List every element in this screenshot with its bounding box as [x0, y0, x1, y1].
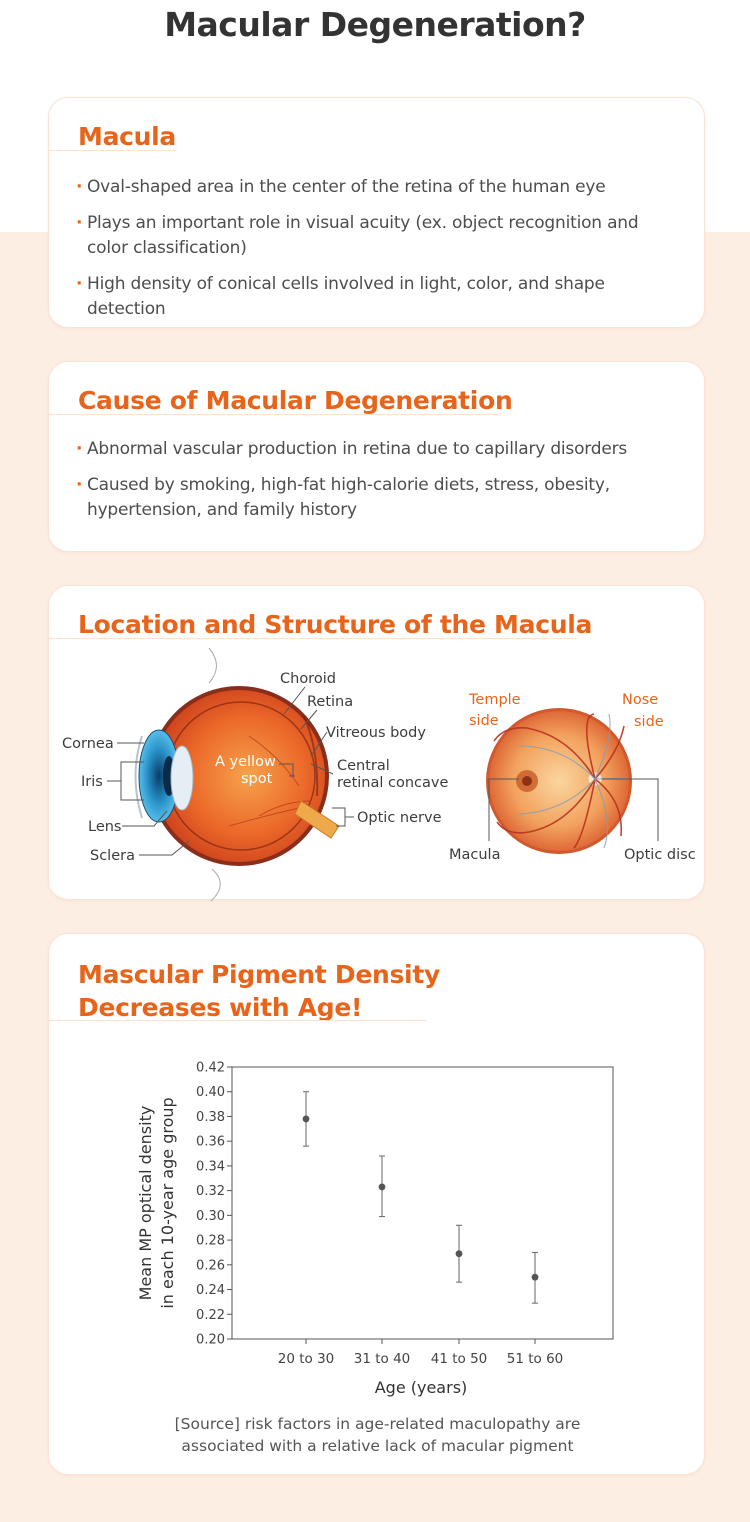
- cause-card-title: Cause of Macular Degeneration: [78, 386, 513, 415]
- iris-label: Iris: [81, 774, 103, 790]
- title-underline: [49, 1020, 427, 1021]
- optic-nerve-label: Optic nerve: [357, 810, 442, 826]
- eyeball-illustration: [134, 647, 340, 901]
- page-title: Macular Degeneration?: [164, 5, 586, 44]
- title-underline: [49, 414, 501, 415]
- chart-card: Mascular Pigment Density Decreases with …: [48, 933, 705, 1475]
- nose-side-label: Nose: [622, 692, 658, 708]
- cornea-label: Cornea: [62, 736, 114, 752]
- sclera-leader: [139, 840, 190, 856]
- chart-title-line: Decreases with Age!: [78, 993, 363, 1022]
- optic-nerve-leader: [332, 807, 354, 827]
- data-point: [302, 1115, 310, 1123]
- vitreous-leader: [310, 731, 328, 757]
- y-tick-label: 0.34: [196, 1159, 225, 1174]
- source-line: associated with a relative lack of macul…: [181, 1437, 574, 1455]
- macula-card-title: Macula: [78, 122, 177, 151]
- cause-card: Cause of Macular Degeneration Abnormal v…: [48, 361, 705, 552]
- central-concave-label: Central: [337, 758, 390, 774]
- data-point: [455, 1250, 463, 1258]
- x-axis-label: Age (years): [375, 1378, 468, 1397]
- nose-side-label: side: [634, 714, 664, 730]
- macula-card: Macula Oval-shaped area in the center of…: [48, 97, 705, 328]
- title-underline: [49, 150, 177, 151]
- chart-card-title: Mascular Pigment Density Decreases with …: [78, 958, 440, 1024]
- y-tick-label: 0.32: [196, 1184, 225, 1199]
- list-item: Abnormal vascular production in retina d…: [76, 437, 684, 462]
- lens-leader: [122, 810, 168, 827]
- y-tick-label: 0.38: [196, 1110, 225, 1125]
- mp-density-chart: 0.20 0.22 0.24 0.26 0.28 0.30 0.32 0.34 0.36 0.38…: [136, 1061, 614, 1397]
- eye-diagram: Choroid Retina Vitreous body Cornea A ye…: [62, 647, 696, 901]
- temple-side-label: side: [469, 713, 499, 729]
- iris-leader: [107, 761, 144, 801]
- data-point: [531, 1273, 539, 1281]
- y-tick-label: 0.24: [196, 1283, 225, 1298]
- y-tick-label: 0.42: [196, 1061, 225, 1076]
- macula-leader: [488, 778, 519, 841]
- central-concave-label: retinal concave: [337, 775, 448, 791]
- optic-disc-label: Optic disc: [624, 847, 696, 863]
- y-tick-label: 0.36: [196, 1135, 225, 1150]
- location-card-title: Location and Structure of the Macula: [78, 610, 593, 639]
- plot-frame: [231, 1066, 614, 1340]
- retina-leader: [300, 709, 318, 730]
- fundus-illustration: [486, 708, 632, 854]
- x-tick-label: 41 to 50: [431, 1351, 488, 1367]
- yellow-spot-leader: [279, 763, 295, 777]
- list-item: High density of conical cells involved i…: [76, 272, 684, 322]
- lens-label: Lens: [88, 819, 122, 835]
- central-concave-leader: [310, 763, 334, 775]
- cause-bullet-list: Abnormal vascular production in retina d…: [76, 437, 684, 534]
- source-text: [Source] risk factors in age-related mac…: [49, 1413, 706, 1457]
- y-tick-label: 0.22: [196, 1308, 225, 1323]
- retina-label: Retina: [307, 694, 353, 710]
- y-tick-label: 0.30: [196, 1209, 225, 1224]
- y-axis-label: in each 10-year age group: [158, 1097, 177, 1308]
- x-tick-label: 20 to 30: [278, 1351, 335, 1367]
- x-tick-label: 51 to 60: [507, 1351, 564, 1367]
- vitreous-label: Vitreous body: [326, 725, 426, 741]
- temple-side-label: Temple: [468, 692, 521, 708]
- title-underline: [49, 638, 577, 639]
- optic-disc-leader: [602, 778, 659, 841]
- yellow-spot-label: spot: [241, 771, 273, 787]
- choroid-leader: [283, 686, 306, 715]
- y-tick-label: 0.28: [196, 1234, 225, 1249]
- macula-bullet-list: Oval-shaped area in the center of the re…: [76, 175, 684, 333]
- list-item: Caused by smoking, high-fat high-calorie…: [76, 473, 684, 523]
- y-tick-label: 0.40: [196, 1085, 225, 1100]
- sclera-label: Sclera: [90, 848, 135, 864]
- list-item: Oval-shaped area in the center of the re…: [76, 175, 684, 200]
- chart-title-line: Mascular Pigment Density: [78, 960, 440, 989]
- y-axis-label: Mean MP optical density: [136, 1106, 155, 1301]
- data-point: [378, 1183, 386, 1191]
- y-tick-label: 0.26: [196, 1258, 225, 1273]
- list-item: Plays an important role in visual acuity…: [76, 211, 684, 261]
- macula-label: Macula: [449, 847, 500, 863]
- yellow-spot-label: A yellow: [215, 754, 276, 770]
- y-tick-label: 0.20: [196, 1333, 225, 1348]
- x-tick-label: 31 to 40: [354, 1351, 411, 1367]
- source-line: [Source] risk factors in age-related mac…: [174, 1415, 581, 1433]
- choroid-label: Choroid: [280, 671, 336, 687]
- location-card: Location and Structure of the Macula: [48, 585, 705, 901]
